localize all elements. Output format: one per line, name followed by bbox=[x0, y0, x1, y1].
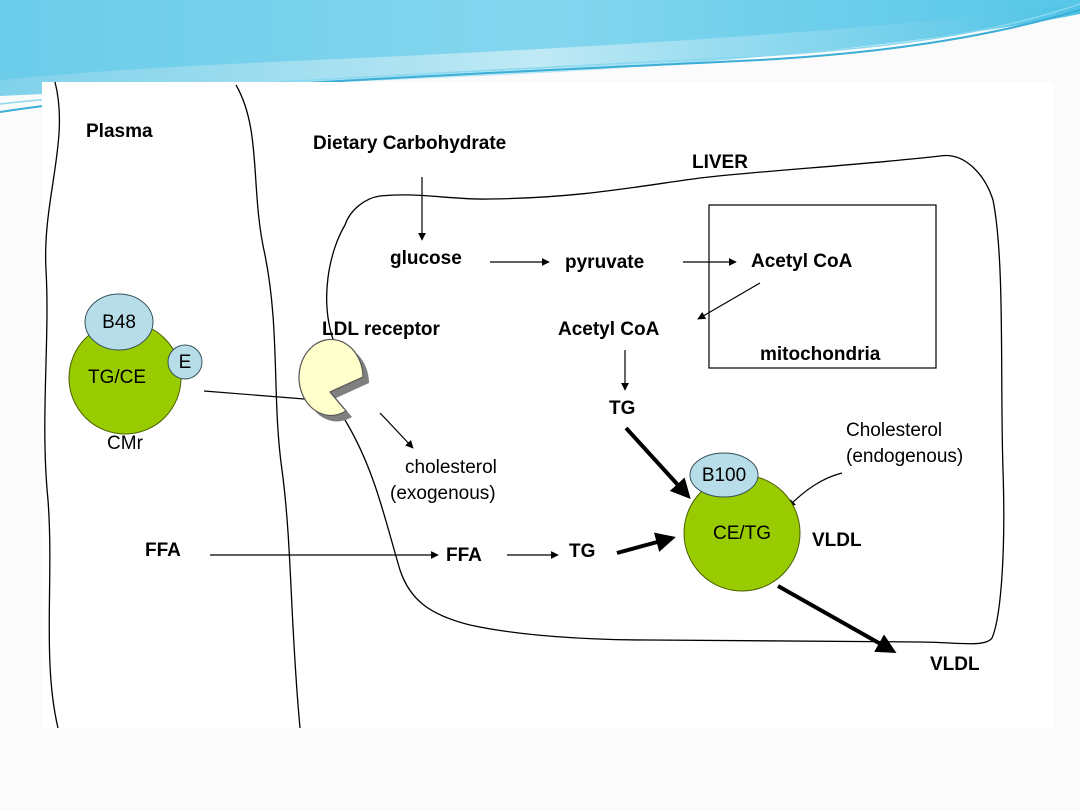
plasma-left-border bbox=[44, 81, 61, 729]
cholesterol-exogenous-line2: (exogenous) bbox=[390, 483, 496, 504]
mitochondria-label: mitochondria bbox=[760, 344, 881, 365]
dietary-carbohydrate-label: Dietary Carbohydrate bbox=[313, 133, 507, 154]
ffa-liver-label: FFA bbox=[446, 545, 482, 566]
vldl-exported-label: VLDL bbox=[930, 654, 980, 675]
arrow-vldl-export bbox=[777, 584, 897, 653]
mitochondria-box bbox=[708, 204, 937, 369]
apo-e bbox=[167, 344, 203, 380]
arrow-cmr-to-ldl-receptor bbox=[203, 390, 318, 404]
ldl-receptor-shape bbox=[298, 338, 369, 422]
apo-b48 bbox=[84, 293, 154, 351]
b48-label: B48 bbox=[102, 312, 136, 333]
liver-cell-outline bbox=[326, 154, 1005, 645]
ffa-plasma-label: FFA bbox=[145, 540, 181, 561]
acetyl-coa-cyto-label: Acetyl CoA bbox=[558, 319, 660, 340]
tg-from-acetyl-label: TG bbox=[609, 398, 636, 419]
liver-label: LIVER bbox=[692, 152, 748, 173]
b100-label: B100 bbox=[701, 465, 747, 486]
cholesterol-endogenous-line1: Cholesterol bbox=[846, 420, 943, 441]
glucose-label: glucose bbox=[390, 248, 462, 269]
arrow-mito-acetyl-coa-to-cytosol bbox=[697, 282, 761, 320]
cholesterol-exogenous-line1: cholesterol bbox=[405, 457, 497, 478]
apo-e-label: E bbox=[178, 352, 192, 373]
vldl-core-label: CE/TG bbox=[712, 523, 772, 544]
vldl-particle bbox=[683, 452, 801, 592]
content-panel bbox=[42, 82, 1053, 728]
pyruvate-label: pyruvate bbox=[565, 252, 645, 273]
chylomicron-remnant bbox=[68, 293, 203, 435]
plasma-label: Plasma bbox=[86, 121, 153, 142]
tg-from-ffa-label: TG bbox=[569, 541, 596, 562]
arrow-tg-to-vldl bbox=[624, 426, 691, 499]
cmr-label: CMr bbox=[107, 433, 143, 454]
ldl-receptor-label: LDL receptor bbox=[322, 319, 440, 340]
apo-b100 bbox=[689, 452, 759, 498]
arrow-receptor-to-cholesterol bbox=[379, 412, 414, 449]
arrow-cholesterol-to-vldl bbox=[787, 472, 843, 508]
plasma-right-border bbox=[235, 84, 301, 729]
cmr-core-label: TG/CE bbox=[87, 367, 147, 388]
cholesterol-endogenous-line2: (endogenous) bbox=[846, 446, 964, 467]
header-banner bbox=[0, 0, 1080, 113]
vldl-label: VLDL bbox=[812, 530, 862, 551]
acetyl-coa-mito-label: Acetyl CoA bbox=[751, 251, 853, 272]
arrow-tg-ffa-to-vldl bbox=[616, 532, 676, 555]
